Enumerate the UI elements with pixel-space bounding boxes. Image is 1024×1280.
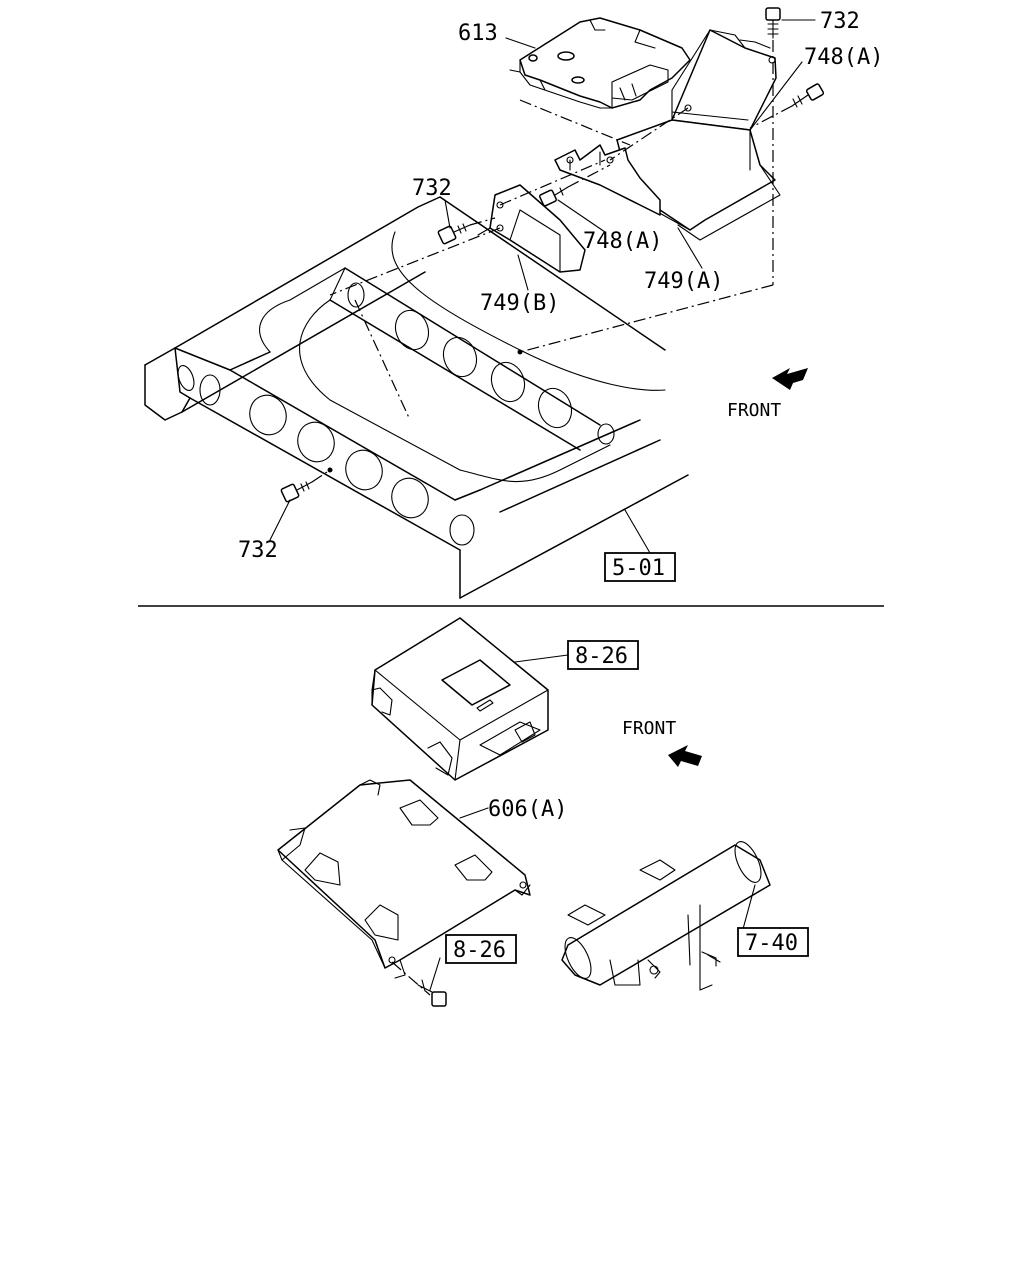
ref-box-8-26-bottom-label: 8-26 (453, 938, 506, 963)
label-748a-top: 748(A) (804, 45, 883, 70)
front-indicator-bottom: FRONT (622, 718, 702, 767)
label-732-left: 732 (412, 176, 452, 201)
label-749a: 749(A) (644, 269, 723, 294)
ref-box-8-26-bottom: 8-26 (445, 934, 517, 964)
bolt-732-bottom (280, 481, 313, 503)
front-label-top: FRONT (727, 400, 781, 421)
frame-rail-left (144, 196, 481, 599)
bolt-748a-mid (539, 186, 569, 207)
ecm-module (509, 17, 691, 109)
label-732-top: 732 (820, 9, 860, 34)
ref-box-7-40: 7-40 (737, 927, 809, 957)
bracket-mount (554, 144, 661, 216)
ref-box-7-40-label: 7-40 (745, 931, 798, 956)
front-arrow-icon-bottom (668, 745, 702, 767)
bracket-749b (477, 184, 586, 273)
label-748a-mid: 748(A) (583, 229, 662, 254)
control-module (371, 617, 549, 781)
label-606a: 606(A) (488, 797, 567, 822)
ref-box-5-01-label: 5-01 (612, 556, 665, 581)
front-label-bottom: FRONT (622, 718, 676, 739)
bracket-606a (277, 779, 531, 979)
ref-box-5-01: 5-01 (604, 552, 676, 582)
frame-rail-right (329, 196, 689, 599)
label-613: 613 (458, 21, 498, 46)
label-732-bottom: 732 (238, 538, 278, 563)
top-assembly: 613 732 748(A) 732 748(A) 749(A) 749(B) … (144, 7, 883, 599)
leader-lines-top (269, 19, 816, 554)
front-arrow-icon (772, 368, 808, 390)
bottom-assembly: 8-26 606(A) 8-26 7-40 FRONT (277, 617, 809, 1007)
front-indicator-top: FRONT (727, 368, 808, 421)
ref-box-8-26-top: 8-26 (567, 640, 639, 670)
label-749b: 749(B) (480, 291, 559, 316)
bolt-732-left (437, 223, 471, 245)
bolt-748a-top (791, 83, 825, 108)
bolt-732-top (765, 7, 781, 39)
bolt-bottom-8-26 (391, 961, 447, 1007)
frame-crossmember-7-40 (561, 841, 771, 991)
ref-box-8-26-top-label: 8-26 (575, 644, 628, 669)
guide-lines-top (311, 40, 793, 483)
